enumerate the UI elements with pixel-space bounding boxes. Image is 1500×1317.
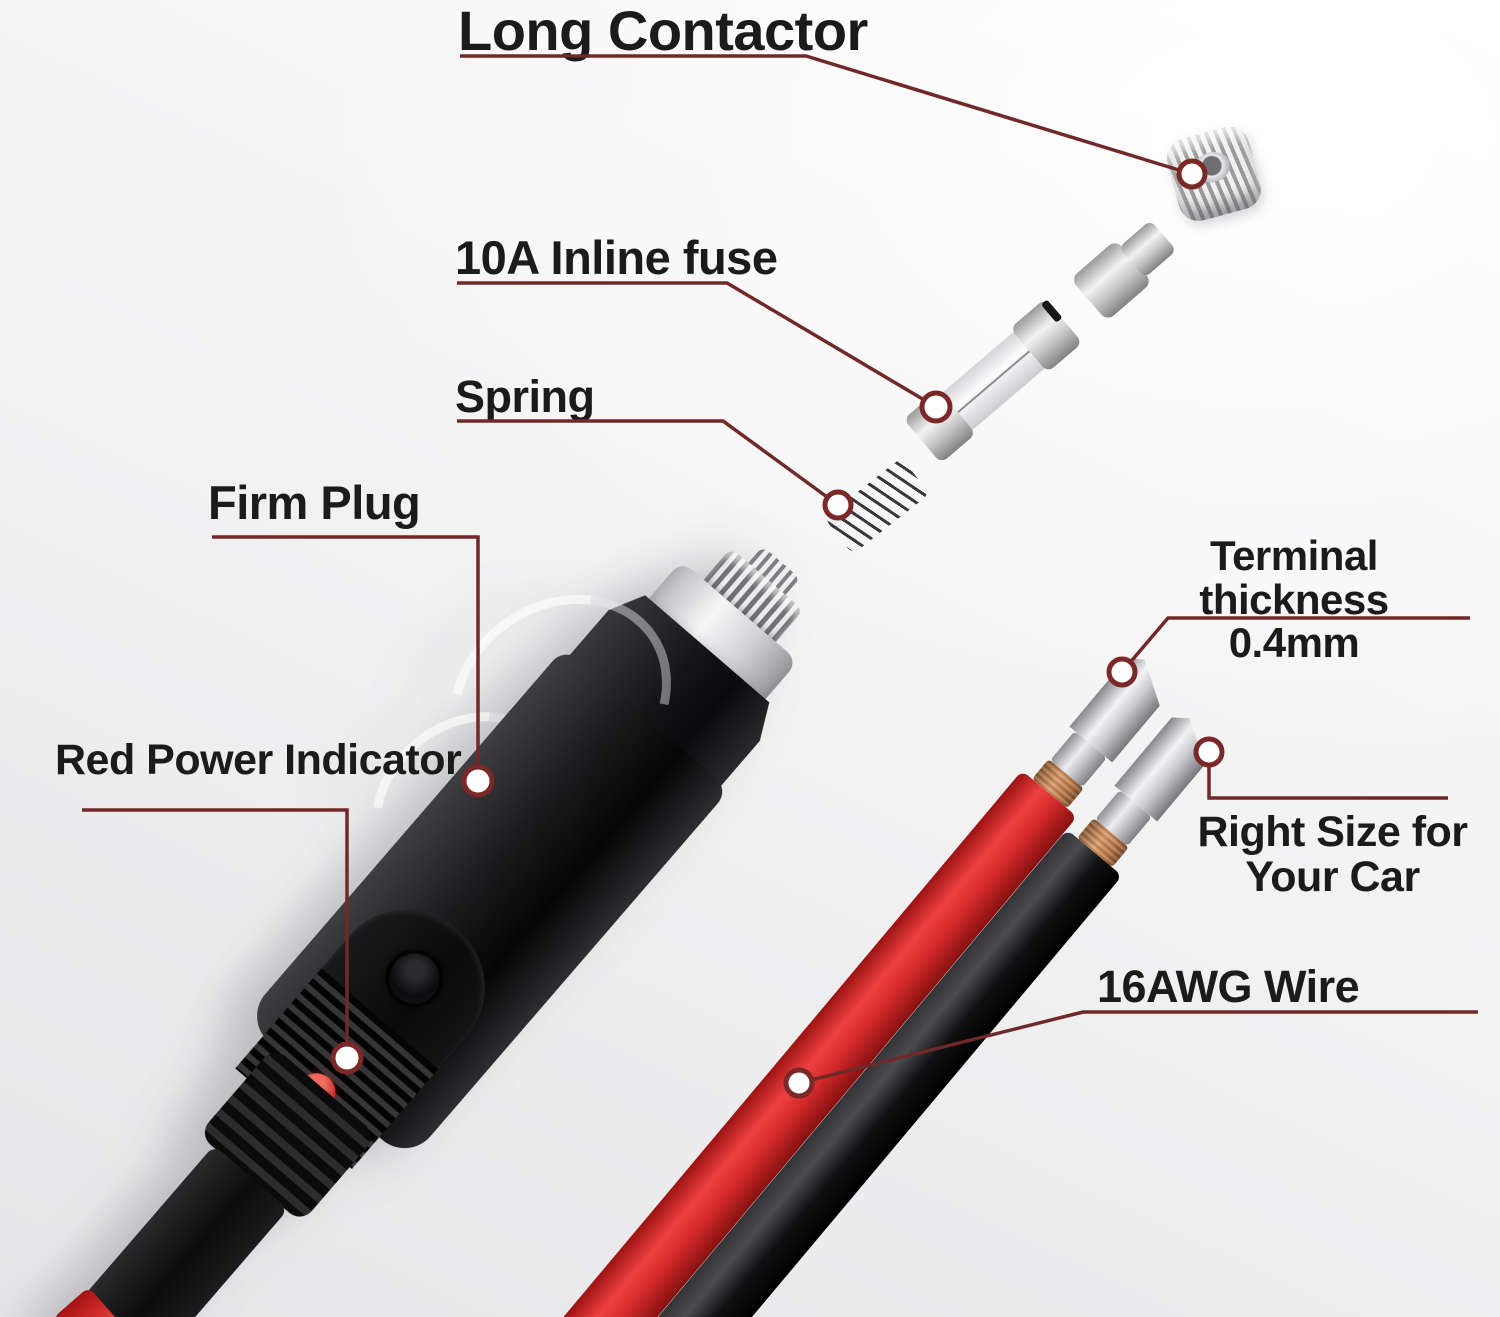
inline-fuse	[903, 298, 1083, 464]
cap-center-hole	[1190, 148, 1234, 187]
spring-coil	[824, 457, 930, 555]
label-right-size-line1: Right Size for	[1197, 808, 1468, 856]
label-inline-fuse: 10A Inline fuse	[455, 231, 778, 284]
cable-red-wire-end	[52, 1286, 137, 1317]
label-terminal-thickness-line2: 0.4mm	[1228, 619, 1360, 667]
black-wire-insulation	[658, 829, 1123, 1317]
label-right-size-line2: Your Car	[1245, 852, 1420, 901]
label-terminal-thickness-line1: Terminal thickness	[1199, 532, 1389, 623]
label-right-size: Right Size for Your Car	[1195, 810, 1470, 899]
leader-right-size	[1207, 752, 1448, 800]
label-spring: Spring	[455, 371, 595, 422]
leader-long-contactor	[460, 54, 1193, 176]
screw	[373, 937, 456, 1020]
label-terminal-thickness: Terminal thickness 0.4mm	[1118, 534, 1470, 665]
long-contactor-cap	[1162, 122, 1266, 226]
label-long-contactor: Long Contactor	[458, 0, 868, 62]
leader-spring	[457, 419, 840, 507]
contact-pin	[1070, 211, 1185, 322]
label-16awg-wire: 16AWG Wire	[1097, 961, 1360, 1012]
label-red-power-indicator: Red Power Indicator	[55, 736, 462, 784]
label-firm-plug: Firm Plug	[208, 476, 421, 529]
